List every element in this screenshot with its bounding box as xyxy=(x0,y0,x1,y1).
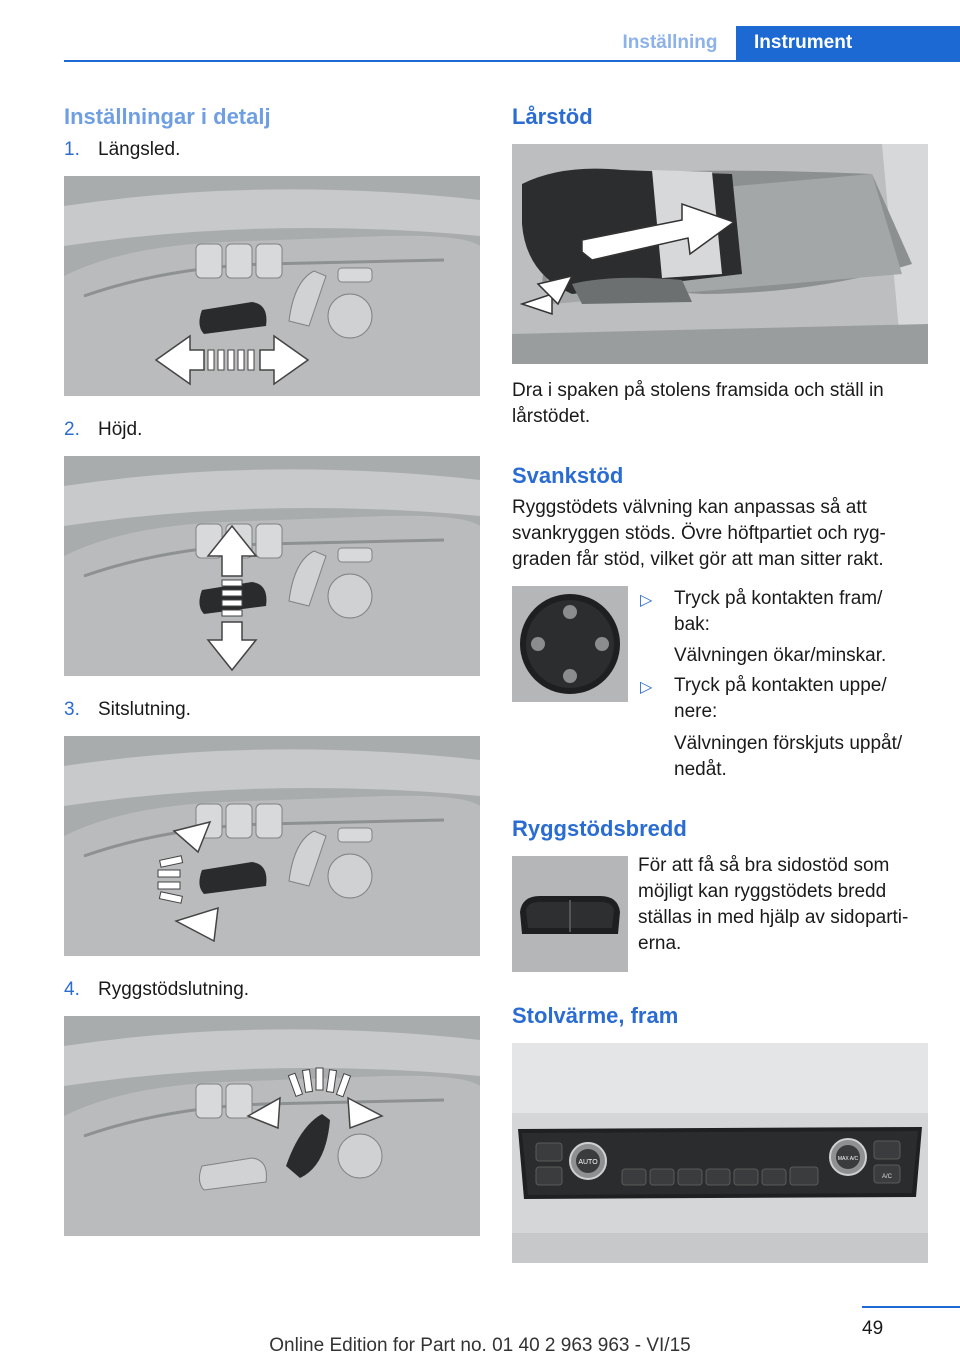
tab-installning[interactable]: Inställning xyxy=(622,32,718,53)
section-heading-installningar: Inställningar i detalj xyxy=(64,104,271,129)
header-rule xyxy=(64,60,960,62)
bullet-1-result: Välvningen ökar/minskar. xyxy=(674,645,887,666)
footer-rule xyxy=(862,1306,960,1308)
bullet-2-line-2: nere: xyxy=(674,701,718,722)
item-number: 2. xyxy=(64,419,80,440)
item-label-ryggstodslutning: Ryggstödslutning. xyxy=(98,979,250,1000)
bullet-1-line-2: bak: xyxy=(674,614,710,635)
larstod-text-line-1: Dra i spaken på stolens framsida och stä… xyxy=(512,380,884,401)
ryggstodsbredd-text-line-1: För att få så bra sidostöd som xyxy=(638,855,890,876)
item-label-sitslutning: Sitslutning. xyxy=(98,699,191,720)
bullet-arrow-icon: ▷ xyxy=(640,679,653,696)
tab-instrument[interactable]: Instrument xyxy=(736,26,960,62)
edition-footer: Online Edition for Part no. 01 40 2 963 … xyxy=(269,1335,691,1356)
page-number: 49 xyxy=(862,1318,884,1339)
max-ac-button-label: MAX A/C xyxy=(838,1156,859,1162)
svankstod-text-line-3: graden får stöd, vilket gör att man sitt… xyxy=(512,549,884,570)
ryggstodsbredd-text-line-2: möjligt kan ryggstödets bredd xyxy=(638,881,887,902)
section-heading-larstod: Lårstöd xyxy=(512,104,593,129)
item-label-hojd: Höjd. xyxy=(98,419,143,440)
bullet-arrow-icon: ▷ xyxy=(640,592,653,609)
svankstod-text-line-1: Ryggstödets välvning kan anpassas så att xyxy=(512,497,867,518)
item-number: 1. xyxy=(64,139,80,160)
auto-button-label: AUTO xyxy=(578,1159,598,1166)
seat-control-photo-longitudinal xyxy=(64,176,480,396)
bullet-2-result-line-1: Välvningen förskjuts uppåt/ xyxy=(674,733,903,754)
bullet-2-line-1: Tryck på kontakten uppe/ xyxy=(674,675,887,696)
seat-control-photo-tilt xyxy=(64,736,480,956)
item-number: 3. xyxy=(64,699,80,720)
svankstod-text-line-2: svankryggen stöds. Övre höftpartiet och … xyxy=(512,523,886,544)
larstod-text-line-2: lårstödet. xyxy=(512,406,591,427)
lumbar-support-switch-photo xyxy=(512,586,628,702)
seat-control-photo-height xyxy=(64,456,480,676)
item-label-langsled: Längsled. xyxy=(98,139,181,160)
section-heading-ryggstodsbredd: Ryggstödsbredd xyxy=(512,816,687,841)
ryggstodsbredd-text-line-4: erna. xyxy=(638,933,682,954)
ac-button-label: A/C xyxy=(882,1174,893,1180)
section-heading-stolvarme: Stolvärme, fram xyxy=(512,1003,679,1028)
climate-panel-photo: AUTO MAX A/C A/C xyxy=(512,1043,928,1263)
bullet-1-line-1: Tryck på kontakten fram/ xyxy=(674,588,883,609)
thigh-support-photo xyxy=(512,144,928,364)
item-number: 4. xyxy=(64,979,80,1000)
ryggstodsbredd-text-line-3: ställas in med hjälp av sidoparti‐ xyxy=(638,907,909,928)
backrest-width-switch-photo xyxy=(512,856,628,972)
bullet-2-result-line-2: nedåt. xyxy=(674,759,727,780)
seat-control-photo-backrest xyxy=(64,1016,480,1236)
section-heading-svankstod: Svankstöd xyxy=(512,463,624,488)
